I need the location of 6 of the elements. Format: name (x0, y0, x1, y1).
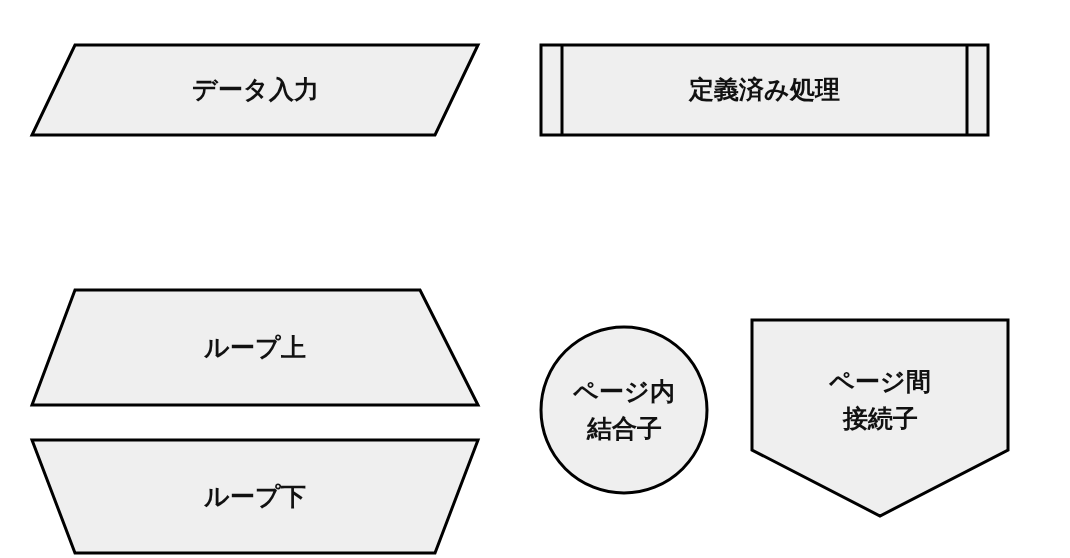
node-label: データ入力 (191, 74, 319, 107)
node-label: 定義済み処理 (689, 74, 840, 107)
node-label: ループ下 (204, 480, 306, 513)
node-label: ページ間接続子 (828, 365, 932, 435)
node-label: ループ上 (204, 331, 306, 364)
node-label: ページ内結合子 (572, 375, 676, 445)
